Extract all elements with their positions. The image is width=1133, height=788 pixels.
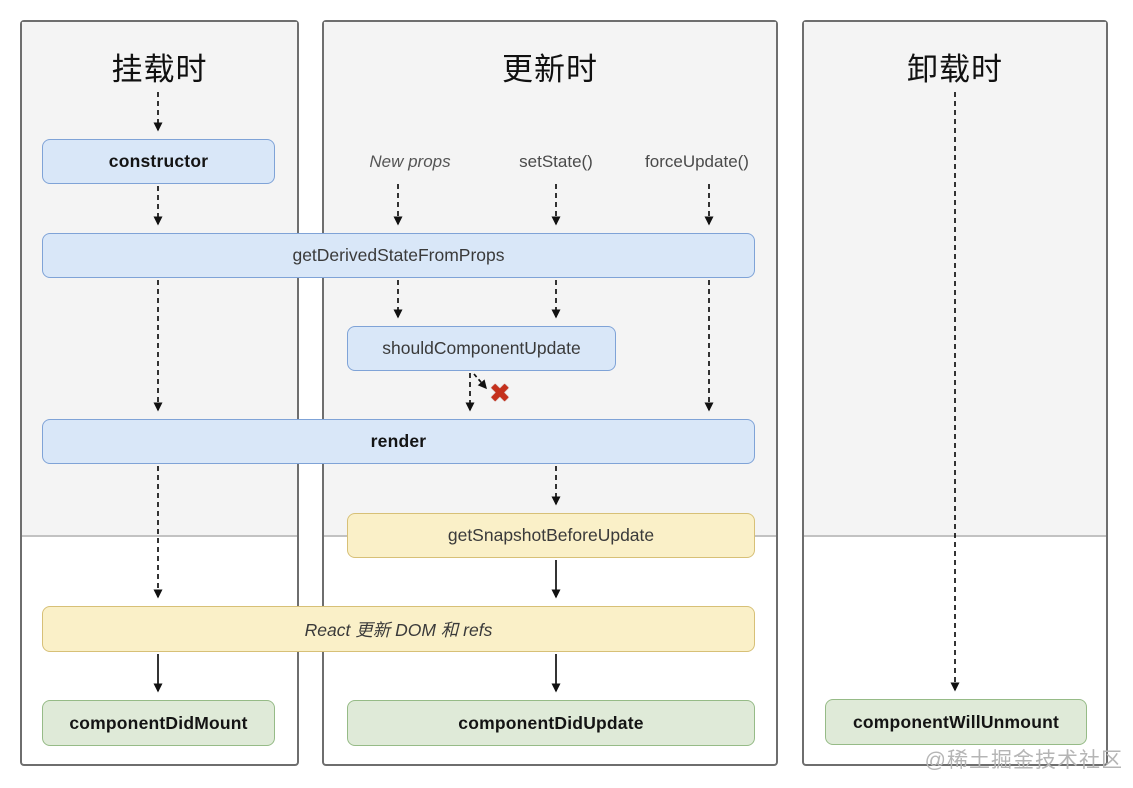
trigger-new-props: New props <box>369 152 451 171</box>
column-title-updating: 更新时 <box>502 52 598 87</box>
column-title-unmounting: 卸载时 <box>907 52 1003 87</box>
updating-arrows <box>393 184 714 693</box>
arrow-scu-to-reject <box>473 373 487 390</box>
node-component-did-update: componentDidUpdate <box>347 700 755 746</box>
node-should-component-update: shouldComponentUpdate <box>347 326 616 371</box>
trigger-set-state: setState() <box>519 152 593 171</box>
node-constructor: constructor <box>42 139 275 184</box>
watermark: @稀土掘金技术社区 <box>924 749 1123 772</box>
column-title-mounting: 挂载时 <box>111 52 208 87</box>
trigger-force-update: forceUpdate() <box>645 152 749 171</box>
reject-x-icon: ✖ <box>489 378 511 408</box>
node-component-did-mount: componentDidMount <box>42 700 275 746</box>
node-render: render <box>42 419 755 464</box>
node-component-will-unmount: componentWillUnmount <box>825 699 1087 745</box>
node-get-derived-state-from-props: getDerivedStateFromProps <box>42 233 755 278</box>
node-get-snapshot-before-update: getSnapshotBeforeUpdate <box>347 513 755 558</box>
node-react-updates-dom-and-refs: React 更新 DOM 和 refs <box>42 606 755 652</box>
